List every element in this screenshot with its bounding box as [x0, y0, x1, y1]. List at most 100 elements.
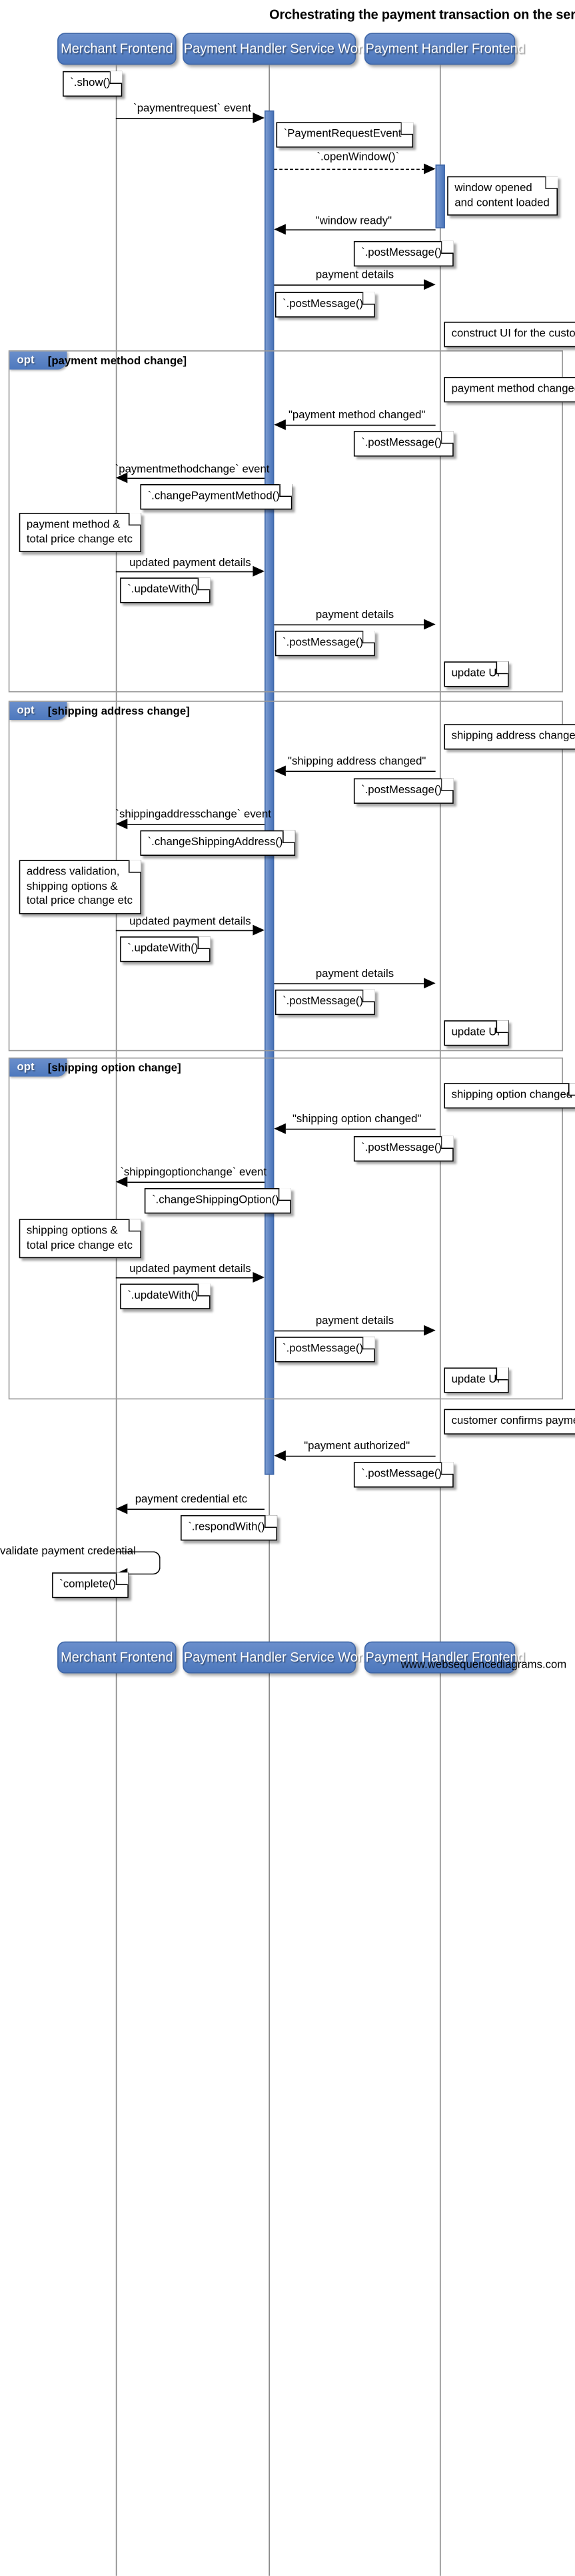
message-label-payment-method-changed: "payment method changed": [288, 408, 426, 422]
actor-payment-handler-service-worker-top[interactable]: Payment Handler Service Worker: [183, 33, 380, 65]
message-line-open-window: [274, 168, 425, 170]
note-post-message-6: `.postMessage()`: [275, 989, 376, 1015]
message-line-payment-details-4: [274, 1330, 425, 1332]
fragment-condition-opt-1: [payment method change]: [47, 354, 187, 368]
note-shipping-option-changed: shipping option changed: [444, 1083, 575, 1108]
lifeline-payment-handler-frontend: [440, 65, 441, 2576]
note-shipping-address-changed: shipping address changed: [444, 724, 575, 749]
message-line-shipping-address-changed: [285, 771, 436, 773]
note-change-payment-method: `.changePaymentMethod()`: [140, 484, 292, 509]
fragment-condition-opt-2: [shipping address change]: [47, 705, 190, 718]
footer-attribution: www.websequencediagrams.com: [400, 1658, 567, 1672]
message-label-payment-authorized: "payment authorized": [304, 1439, 410, 1453]
message-label-payment-details-3: payment details: [315, 967, 394, 980]
fragment-tab-opt-3: opt: [9, 1058, 67, 1077]
message-label-shippingoptionchange-event: `shippingoptionchange` event: [120, 1165, 267, 1179]
note-change-shipping-option: `.changeShippingOption()`: [144, 1188, 292, 1213]
note-complete: `complete()`: [52, 1572, 129, 1598]
actor-merchant-frontend-top[interactable]: Merchant Frontend: [57, 33, 177, 65]
message-line-window-ready: [285, 229, 436, 230]
note-post-message-1: `.postMessage()`: [353, 240, 454, 266]
message-label-paymentmethodchange-event: `paymentmethodchange` event: [115, 463, 270, 476]
message-label-updated-payment-details-1: updated payment details: [129, 556, 251, 569]
message-self-loop-validate-payment-credential: [115, 1551, 161, 1575]
message-arrow-shipping-option-changed: [274, 1122, 286, 1133]
note-shipping-options-and-total-price-change: shipping options & total price change et…: [19, 1219, 141, 1259]
actor-payment-handler-service-worker-bottom[interactable]: Payment Handler Service Worker: [183, 1641, 380, 1674]
message-arrow-payment-authorized: [274, 1450, 286, 1460]
message-label-payment-credential-etc: payment credential etc: [135, 1492, 248, 1506]
message-label-payment-details-1: payment details: [315, 268, 394, 282]
note-post-message-7: `.postMessage()`: [353, 1135, 454, 1161]
fragment-tab-opt-2: opt: [9, 701, 67, 720]
note-customer-confirms-payment: customer confirms payment: [444, 1409, 575, 1435]
note-show: `.show()`: [63, 71, 123, 97]
message-line-payment-details-1: [274, 284, 425, 286]
actor-merchant-frontend-bottom[interactable]: Merchant Frontend: [57, 1641, 177, 1674]
message-arrow-updated-payment-details-1: [253, 565, 265, 576]
message-arrow-paymentrequest-event: [253, 112, 265, 123]
message-arrow-updated-payment-details-2: [253, 924, 265, 935]
message-line-updated-payment-details-1: [115, 571, 255, 573]
note-construct-ui-for-the-customer: construct UI for the customer: [444, 322, 575, 347]
fragment-tab-opt-1: opt: [9, 351, 67, 370]
message-label-shipping-option-changed: "shipping option changed": [292, 1112, 422, 1126]
message-label-updated-payment-details-3: updated payment details: [129, 1262, 251, 1275]
note-post-message-9: `.postMessage()`: [353, 1462, 454, 1487]
activation-service-worker: [264, 110, 275, 1475]
message-label-payment-details-4: payment details: [315, 1314, 394, 1327]
message-arrow-shipping-address-changed: [274, 765, 286, 776]
sequence-diagram: Orchestrating the payment transaction on…: [0, 0, 575, 1678]
message-label-shippingaddresschange-event: `shippingaddresschange` event: [115, 808, 271, 821]
fragment-condition-opt-3: [shipping option change]: [47, 1062, 181, 1075]
message-line-shippingoptionchange-event: [127, 1181, 265, 1183]
message-line-updated-payment-details-2: [115, 930, 255, 932]
note-change-shipping-address: `.changeShippingAddress()`: [140, 830, 295, 856]
message-label-validate-payment-credential: validate payment credential: [0, 1544, 136, 1558]
message-label-paymentrequest-event: `paymentrequest` event: [133, 102, 251, 115]
fragment-opt-payment-method-change: [8, 350, 563, 693]
message-label-open-window: `.openWindow()`: [316, 151, 400, 164]
message-arrow-window-ready: [274, 223, 286, 234]
note-update-with-2: `.updateWith()`: [120, 936, 211, 962]
message-arrow-paymentmethodchange-event: [115, 472, 128, 483]
message-line-paymentrequest-event: [115, 117, 255, 119]
note-update-ui-1: update UI: [444, 661, 508, 687]
note-post-message-2: `.postMessage()`: [275, 292, 376, 317]
message-line-payment-authorized: [285, 1455, 436, 1457]
note-post-message-5: `.postMessage()`: [353, 778, 454, 804]
message-line-payment-details-3: [274, 983, 425, 984]
message-label-window-ready: "window ready": [315, 214, 392, 228]
actor-payment-handler-frontend-bottom[interactable]: Payment Handler Frontend: [364, 1641, 525, 1674]
note-payment-request-event: `PaymentRequestEvent`: [276, 122, 414, 147]
note-post-message-3: `.postMessage()`: [353, 431, 454, 456]
note-payment-method-and-total-price-change: payment method & total price change etc: [19, 513, 141, 553]
fragment-opt-shipping-address-change: [8, 701, 563, 1052]
diagram-title: Orchestrating the payment transaction on…: [269, 7, 575, 23]
message-arrow-shippingaddresschange-event: [115, 818, 128, 829]
lifeline-merchant-frontend: [115, 65, 117, 2576]
message-line-shipping-option-changed: [285, 1128, 436, 1130]
message-line-payment-method-changed: [285, 424, 436, 426]
note-update-ui-2: update UI: [444, 1020, 508, 1046]
message-arrow-open-window: [424, 162, 436, 174]
note-update-with-1: `.updateWith()`: [120, 577, 211, 603]
fragment-opt-shipping-option-change: [8, 1057, 563, 1400]
message-label-shipping-address-changed: "shipping address changed": [288, 755, 426, 768]
message-label-payment-details-2: payment details: [315, 608, 394, 621]
message-arrow-payment-details-4: [424, 1324, 436, 1335]
note-post-message-4: `.postMessage()`: [275, 631, 376, 656]
message-arrow-updated-payment-details-3: [253, 1271, 265, 1283]
message-line-payment-credential-etc: [127, 1508, 265, 1510]
message-line-paymentmethodchange-event: [127, 478, 265, 480]
note-update-with-3: `.updateWith()`: [120, 1283, 211, 1309]
message-arrow-payment-details-2: [424, 618, 436, 629]
message-arrow-shippingoptionchange-event: [115, 1175, 128, 1187]
activation-payment-handler-frontend: [435, 164, 446, 228]
note-payment-method-changed: payment method changed: [444, 376, 575, 402]
actor-payment-handler-frontend-top[interactable]: Payment Handler Frontend: [364, 33, 525, 65]
note-respond-with: `.respondWith()`: [181, 1515, 277, 1540]
message-arrow-payment-credential-etc: [115, 1502, 128, 1514]
message-line-shippingaddresschange-event: [127, 824, 265, 825]
message-arrow-payment-details-3: [424, 977, 436, 988]
